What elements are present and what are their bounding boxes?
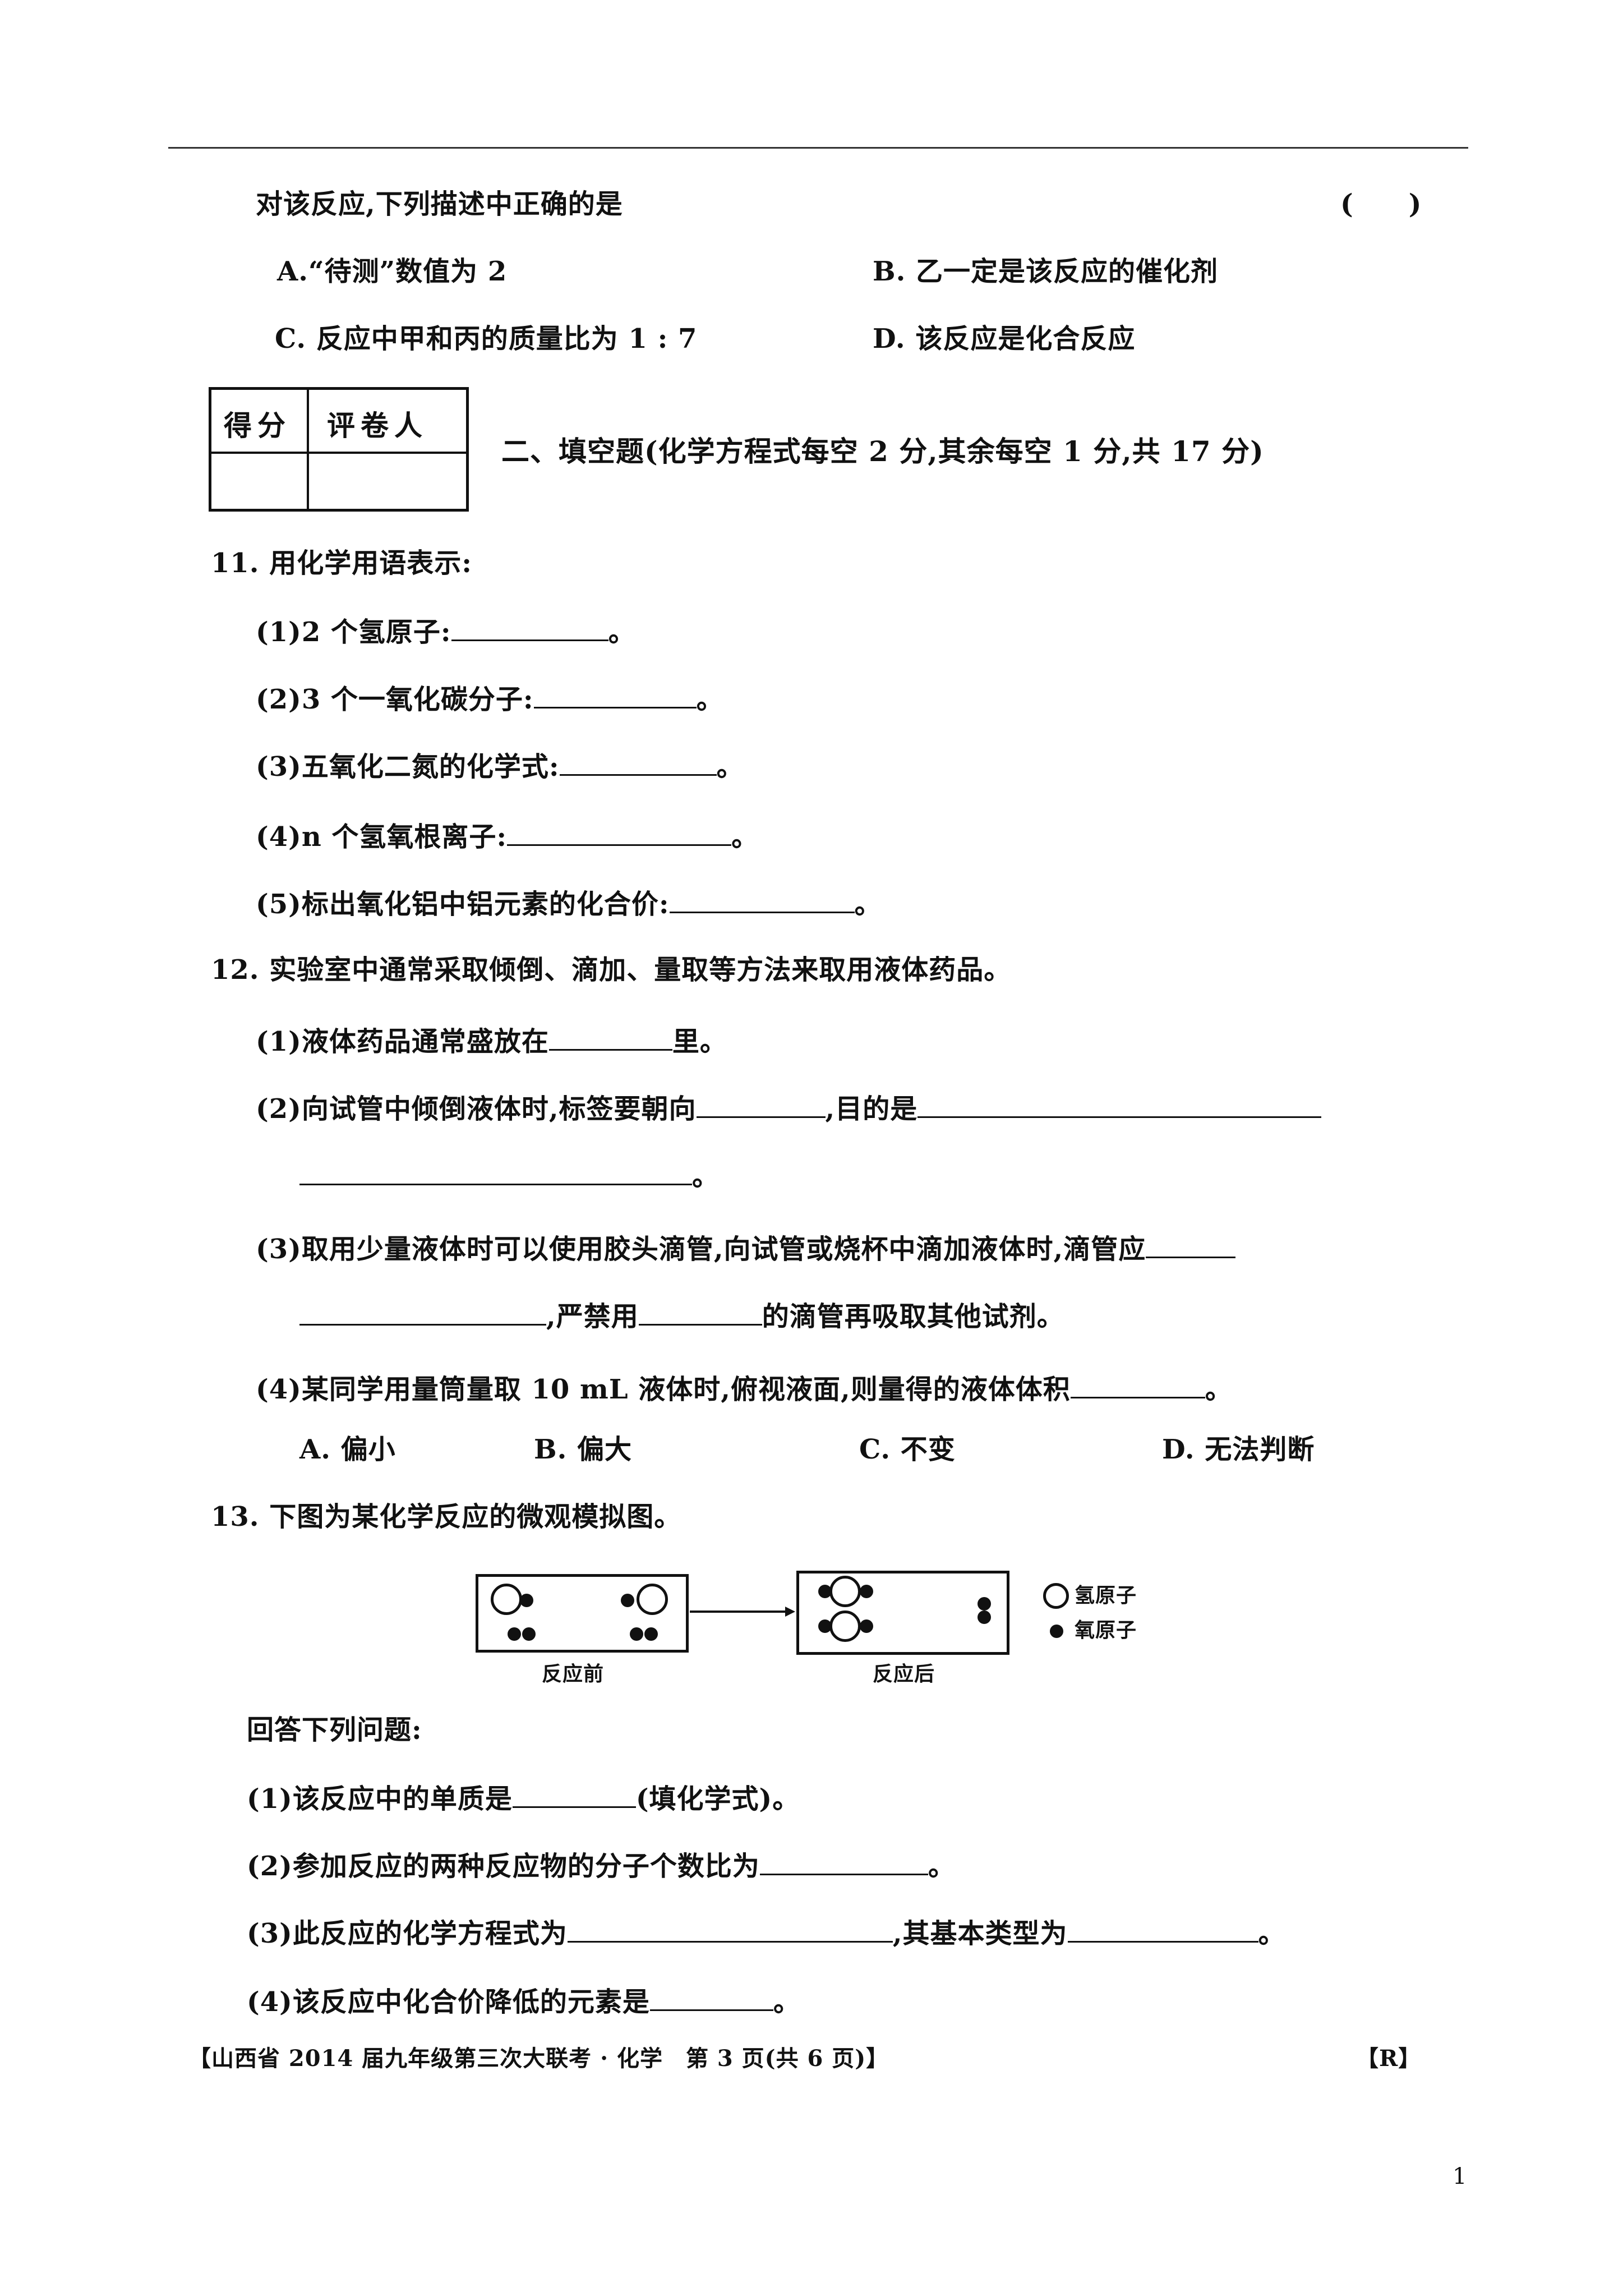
reaction-before-box — [476, 1574, 689, 1653]
q10-option-c: C. 反应中甲和丙的质量比为 1 : 7 — [275, 323, 698, 355]
answer-blank[interactable] — [533, 684, 697, 708]
footer-version: 【R】 — [1356, 2045, 1422, 2072]
q13-part-4: (4)该反应中化合价降低的元素是。 — [247, 1986, 801, 2018]
score-table-hline — [211, 452, 466, 454]
q11-stem: 11. 用化学用语表示: — [211, 547, 472, 579]
q13-stem: 13. 下图为某化学反应的微观模拟图。 — [211, 1501, 682, 1533]
hydrogen-atom-icon — [829, 1576, 861, 1607]
answer-blank[interactable] — [759, 1851, 928, 1875]
label-after-reaction: 反应后 — [873, 1662, 935, 1686]
q12-part-2: (2)向试管中倾倒液体时,标签要朝向,目的是 — [256, 1094, 1322, 1122]
answer-blank[interactable] — [559, 752, 717, 776]
q10-stem: 对该反应,下列描述中正确的是 — [256, 188, 623, 220]
hydrogen-atom-icon — [637, 1584, 668, 1615]
answer-blank[interactable] — [638, 1301, 762, 1326]
answer-blank[interactable] — [669, 889, 855, 913]
answer-blank[interactable] — [507, 822, 732, 846]
q13-part-1: (1)该反应中的单质是(填化学式)。 — [247, 1783, 800, 1815]
answer-blank[interactable] — [451, 617, 608, 641]
q12-part-3-cont: ,严禁用的滴管再吸取其他试剂。 — [299, 1301, 1064, 1330]
section2-title: 二、填空题(化学方程式每空 2 分,其余每空 1 分,共 17 分) — [501, 435, 1264, 468]
answer-blank[interactable] — [299, 1161, 692, 1185]
reaction-after-box — [796, 1571, 1009, 1655]
oxygen-atom-icon — [522, 1627, 536, 1641]
answer-blank[interactable] — [548, 1027, 672, 1051]
oxygen-atom-icon — [508, 1627, 521, 1641]
answer-blank[interactable] — [1067, 1918, 1258, 1943]
q10-option-a: A.“待测”数值为 2 — [277, 256, 508, 287]
q10-option-d: D. 该反应是化合反应 — [873, 323, 1136, 355]
answer-blank[interactable] — [299, 1301, 546, 1326]
score-table-score-header: 得分 — [224, 409, 291, 442]
q11-item-5: (5)标出氧化铝中铝元素的化合价:。 — [256, 889, 882, 920]
q11-item-2: (2)3 个一氧化碳分子:。 — [256, 684, 724, 715]
oxygen-atom-icon — [520, 1594, 533, 1607]
score-table: 得分 评卷人 — [209, 387, 469, 512]
q12-part-3: (3)取用少量液体时可以使用胶头滴管,向试管或烧杯中滴加液体时,滴管应 — [256, 1234, 1236, 1263]
q12-stem: 12. 实验室中通常采取倾倒、滴加、量取等方法来取用液体药品。 — [211, 954, 1012, 986]
q12-option-b: B. 偏大 — [534, 1434, 632, 1465]
q10-option-b: B. 乙一定是该反应的催化剂 — [873, 256, 1218, 287]
answer-blank[interactable] — [1070, 1374, 1205, 1398]
q13-part-2: (2)参加反应的两种反应物的分子个数比为。 — [247, 1851, 956, 1882]
hydrogen-atom-icon — [491, 1584, 522, 1615]
q12-part-2-cont: 。 — [299, 1161, 720, 1190]
q11-item-3: (3)五氧化二氮的化学式:。 — [256, 751, 744, 783]
oxygen-atom-icon — [978, 1597, 991, 1611]
answer-blank[interactable] — [649, 1987, 773, 2011]
legend-oxygen-label: 氧原子 — [1075, 1618, 1137, 1642]
q11-item-1: (1)2 个氢原子:。 — [256, 616, 636, 648]
page-number: 1 — [1453, 2164, 1468, 2189]
q12-part-1: (1)液体药品通常盛放在里。 — [256, 1026, 727, 1057]
q12-option-d: D. 无法判断 — [1162, 1434, 1315, 1465]
answer-blank[interactable] — [917, 1094, 1322, 1118]
top-rule — [168, 147, 1468, 149]
answer-blank[interactable] — [1146, 1234, 1236, 1258]
q12-part-4: (4)某同学用量筒量取 10 mL 液体时,俯视液面,则量得的液体体积。 — [256, 1374, 1233, 1405]
oxygen-atom-icon — [621, 1594, 634, 1607]
legend-hydrogen-atom-icon — [1043, 1583, 1069, 1609]
oxygen-atom-icon — [860, 1619, 873, 1633]
oxygen-atom-icon — [630, 1627, 643, 1641]
q11-item-4: (4)n 个氢氧根离子:。 — [256, 821, 759, 853]
q12-option-a: A. 偏小 — [299, 1434, 396, 1465]
legend-oxygen-atom-icon — [1050, 1625, 1063, 1638]
legend-hydrogen-label: 氢原子 — [1075, 1584, 1137, 1607]
q12-option-c: C. 不变 — [859, 1434, 956, 1465]
oxygen-atom-icon — [644, 1627, 658, 1641]
q13-answer-intro: 回答下列问题: — [247, 1714, 422, 1746]
oxygen-atom-icon — [860, 1585, 873, 1598]
footer-exam-info: 【山西省 2014 届九年级第三次大联考 · 化学 第 3 页(共 6 页)】 — [188, 2045, 889, 2072]
reaction-arrow-icon — [690, 1607, 795, 1617]
answer-blank[interactable] — [567, 1918, 893, 1943]
answer-blank[interactable] — [696, 1094, 826, 1118]
q10-answer-paren: ( ) — [1340, 188, 1422, 220]
score-table-grader-header: 评卷人 — [327, 409, 428, 442]
label-before-reaction: 反应前 — [542, 1662, 605, 1686]
hydrogen-atom-icon — [829, 1611, 861, 1642]
answer-blank[interactable] — [512, 1784, 636, 1808]
oxygen-atom-icon — [978, 1611, 991, 1624]
q13-part-3: (3)此反应的化学方程式为,其基本类型为。 — [247, 1918, 1286, 1949]
score-table-vline — [307, 390, 309, 509]
